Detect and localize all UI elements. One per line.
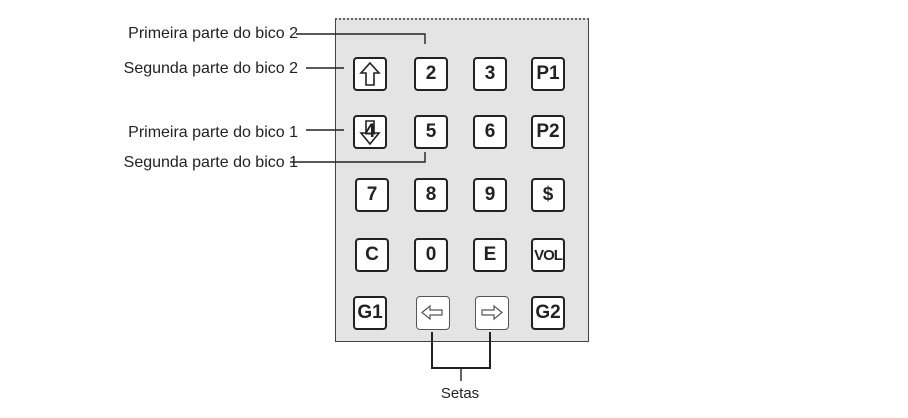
label-primeira-parte-bico-2: Primeira parte do bico 2 xyxy=(128,25,298,42)
arrow-up-icon xyxy=(359,61,381,86)
key-7[interactable]: 7 xyxy=(355,178,389,212)
arrow-left-icon xyxy=(421,304,443,321)
arrow-right-icon xyxy=(481,304,503,321)
key-e[interactable]: E xyxy=(473,238,507,272)
arrow-left-key[interactable] xyxy=(416,296,450,330)
label-setas: Setas xyxy=(440,385,480,402)
key-9[interactable]: 9 xyxy=(473,178,507,212)
key-vol[interactable]: VOL xyxy=(531,238,565,272)
label-primeira-parte-bico-1: Primeira parte do bico 1 xyxy=(128,124,298,141)
key-0[interactable]: 0 xyxy=(414,238,448,272)
arrow-right-key[interactable] xyxy=(475,296,509,330)
arrow-down-icon xyxy=(359,120,381,146)
key-3[interactable]: 3 xyxy=(473,57,507,91)
key-2[interactable]: 2 xyxy=(414,57,448,91)
key-5[interactable]: 5 xyxy=(414,115,448,149)
key-4-label: 4 xyxy=(364,121,376,142)
key-8[interactable]: 8 xyxy=(414,178,448,212)
key-p2[interactable]: P2 xyxy=(531,115,565,149)
label-segunda-parte-bico-2: Segunda parte do bico 2 xyxy=(123,60,298,77)
arrow-up-key[interactable] xyxy=(353,57,387,91)
key-dollar[interactable]: $ xyxy=(531,178,565,212)
key-6[interactable]: 6 xyxy=(473,115,507,149)
arrow-down-key-4[interactable]: 4 xyxy=(353,115,387,149)
key-g1[interactable]: G1 xyxy=(353,296,387,330)
key-c[interactable]: C xyxy=(355,238,389,272)
key-p1[interactable]: P1 xyxy=(531,57,565,91)
label-segunda-parte-bico-1: Segunda parte do bico 1 xyxy=(123,154,298,171)
key-g2[interactable]: G2 xyxy=(531,296,565,330)
